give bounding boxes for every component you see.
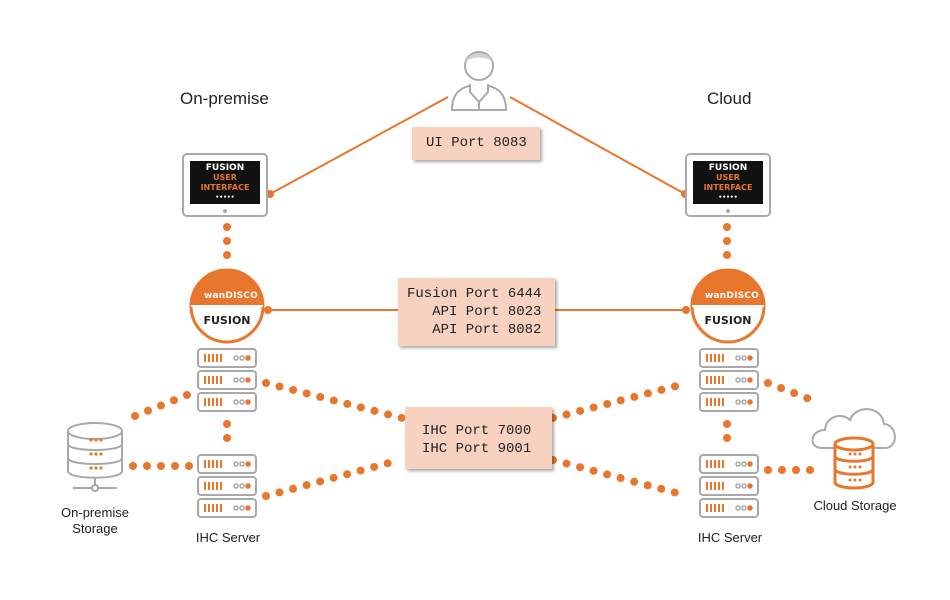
onprem-storage-caption: On-premise Storage — [45, 505, 145, 537]
cloud-storage-icon — [811, 408, 896, 490]
server-unit — [699, 476, 759, 496]
onprem-storage-icon — [67, 422, 123, 492]
fusion-api-port-box: Fusion Port 6444 API Port 8023 API Port … — [398, 278, 555, 346]
server-units — [197, 348, 759, 518]
dotted-connections — [129, 223, 826, 500]
right-ihc-server-caption: IHC Server — [697, 530, 763, 545]
right-screen-text: FUSION USER INTERFACE ••••• — [693, 163, 763, 203]
screen-subtitle-1: USER — [213, 173, 237, 182]
server-unit — [699, 370, 759, 390]
server-unit — [197, 370, 257, 390]
left-screen-text: FUSION USER INTERFACE ••••• — [190, 163, 260, 203]
api-port-8023-label: API Port 8023 — [407, 304, 542, 320]
ihc-port-box: IHC Port 7000 IHC Port 9001 — [405, 407, 552, 469]
right-logo-brand: wanDISCO — [705, 291, 759, 301]
onprem-storage-to-upper-server-dots — [131, 389, 196, 420]
left-ihc-server-caption: IHC Server — [195, 530, 261, 545]
right-lower-to-ihc-dots — [549, 456, 692, 500]
api-port-8082-label: API Port 8082 — [407, 322, 542, 338]
server-unit — [197, 476, 257, 496]
ihc-port-9001-label: IHC Port 9001 — [422, 441, 532, 457]
user-icon — [450, 51, 508, 111]
screen-dots: ••••• — [215, 194, 235, 201]
server-unit — [197, 348, 257, 368]
onprem-storage-leds — [89, 438, 103, 470]
right-upper-to-ihc-dots — [549, 379, 692, 422]
left-logo-brand: wanDISCO — [204, 291, 258, 301]
cloud-storage-caption: Cloud Storage — [813, 498, 897, 513]
ui-port-label: UI Port 8083 — [426, 135, 527, 151]
server-unit — [699, 392, 759, 412]
right-upper-server-to-cloud-dots — [764, 379, 824, 407]
screen-title: FUSION — [708, 163, 748, 173]
on-premise-heading: On-premise — [180, 89, 269, 108]
server-unit — [699, 498, 759, 518]
left-lower-to-ihc-dots — [262, 456, 404, 500]
server-unit — [197, 454, 257, 474]
right-fusion-logo — [690, 268, 766, 344]
screen-subtitle-2: INTERFACE — [703, 183, 753, 192]
server-unit — [197, 498, 257, 518]
screen-title: FUSION — [205, 163, 245, 173]
left-fusion-logo — [189, 268, 265, 344]
right-monitor-icon — [685, 153, 771, 217]
fusion-port-label: Fusion Port 6444 — [407, 286, 542, 302]
right-logo-product: FUSION — [704, 314, 752, 327]
server-unit — [699, 348, 759, 368]
user-to-right-ui-line — [509, 96, 686, 195]
server-unit — [197, 392, 257, 412]
cloud-heading: Cloud — [707, 89, 752, 108]
ihc-port-7000-label: IHC Port 7000 — [422, 423, 532, 439]
server-unit — [699, 454, 759, 474]
screen-subtitle-1: USER — [716, 173, 740, 182]
left-logo-product: FUSION — [203, 314, 251, 327]
left-monitor-icon — [182, 153, 268, 217]
ui-port-box: UI Port 8083 — [412, 127, 540, 160]
onprem-storage-caption-line1: On-premise — [61, 505, 129, 520]
screen-subtitle-2: INTERFACE — [200, 183, 250, 192]
left-upper-to-ihc-dots — [262, 379, 406, 422]
onprem-storage-caption-line2: Storage — [72, 521, 118, 536]
screen-dots: ••••• — [718, 194, 738, 201]
user-to-left-ui-line — [269, 96, 449, 195]
